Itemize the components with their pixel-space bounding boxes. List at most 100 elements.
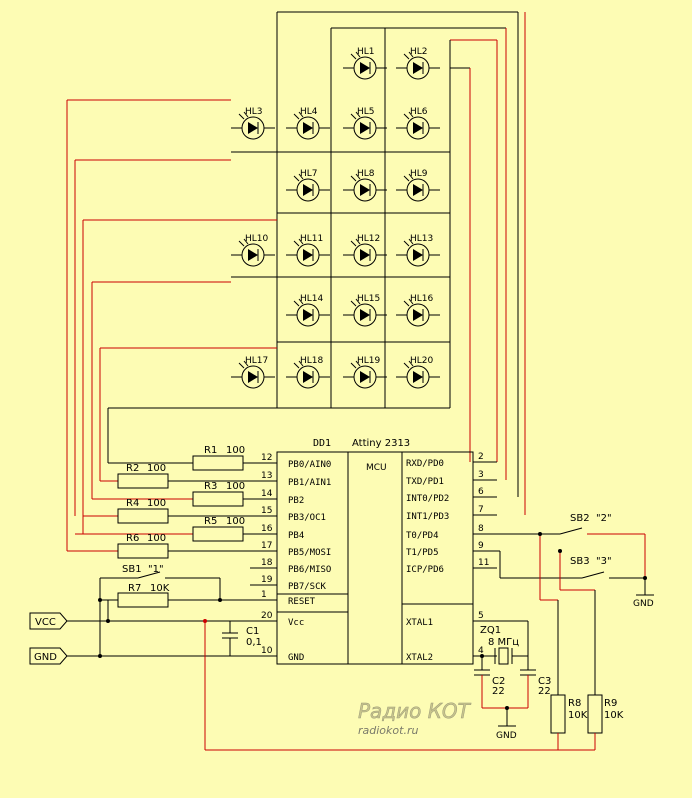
led-label: HL8 (357, 169, 375, 179)
led-label: HL3 (245, 107, 263, 117)
c1-value: 0,1 (246, 637, 262, 648)
pin-number: 20 (261, 611, 273, 621)
r7-ref: R7 (128, 583, 141, 594)
pin-number: 15 (261, 506, 272, 516)
c3-value: 22 (538, 686, 551, 697)
led-hl20: HL20 (396, 356, 440, 389)
r5-ref: R5 (204, 516, 217, 527)
led-hl9: HL9 (396, 169, 440, 202)
r5-value: 100 (226, 516, 245, 527)
led-hl5: HL5 (343, 107, 387, 140)
led-hl10: HL10 (231, 234, 275, 267)
pin-name: T1/PD5 (406, 548, 439, 558)
sb2-ref: SB2 (570, 513, 590, 524)
pin-number: 4 (478, 646, 484, 656)
led-hl13: HL13 (396, 234, 440, 267)
r8-value: 10K (568, 710, 588, 721)
pin-name: GND (288, 653, 304, 663)
r3-ref: R3 (204, 481, 217, 492)
pin-number: 13 (261, 471, 272, 481)
power-labels: SB1 "1" R7 10K C1 0,1 (122, 564, 262, 648)
input-circuit (473, 527, 654, 750)
led-hl1: HL1 (343, 47, 387, 80)
gnd-junction (98, 654, 102, 658)
led-hl19: HL19 (343, 356, 387, 389)
gnd-terminal: GND (29, 647, 68, 665)
c1-ref: C1 (246, 626, 259, 637)
mcu-dd1: DD1 Attiny 2313 MCU (276, 438, 474, 665)
pin-name: PB3/OC1 (288, 513, 326, 523)
pin-number: 12 (261, 453, 272, 463)
r7-value: 10K (150, 583, 170, 594)
pin-name: PB7/SCK (288, 582, 327, 592)
pin-number: 9 (478, 541, 484, 551)
sb1-ref: SB1 (122, 564, 142, 575)
led-label: HL10 (245, 234, 269, 244)
pin-number: 8 (478, 524, 484, 534)
ic-ref: DD1 (313, 438, 331, 449)
pin-name: PB5/MOSI (288, 548, 331, 558)
r2-value: 100 (147, 463, 166, 474)
pin-number: 3 (478, 470, 484, 480)
row-resistors (67, 455, 277, 559)
watermark-url: radiokot.ru (358, 724, 418, 737)
input-labels: SB2 "2" SB3 "3" GND ZQ1 8 МГц C2 22 C3 2… (480, 513, 654, 741)
led-hl14: HL14 (286, 294, 330, 327)
vcc-terminal: VCC (29, 612, 68, 630)
c2-value: 22 (492, 686, 505, 697)
r4-value: 100 (147, 498, 166, 509)
watermark-logo: Радио КОТ (358, 699, 472, 723)
pin-name: ICP/PD6 (406, 565, 444, 575)
cap-gnd-junction (505, 706, 509, 710)
led-label: HL20 (410, 356, 434, 366)
zq1-value: 8 МГц (488, 637, 519, 648)
r8-ref: R8 (568, 698, 581, 709)
led-hl7: HL7 (286, 169, 330, 202)
pin-name: PB2 (288, 496, 304, 506)
led-hl11: HL11 (286, 234, 330, 267)
mcu-left-pins: 12PB0/AIN013PB1/AIN114PB215PB3/OC116PB41… (250, 453, 331, 663)
gnd-label-xtal: GND (496, 731, 517, 741)
led-hl12: HL12 (343, 234, 387, 267)
led-label: HL15 (357, 294, 380, 304)
sb2-label: "2" (596, 513, 612, 524)
led-label: HL4 (300, 107, 318, 117)
pin-number: 5 (478, 611, 484, 621)
led-label: HL18 (300, 356, 324, 366)
ic-core-label: MCU (366, 463, 387, 473)
pin-name: TXD/PD1 (406, 477, 444, 487)
pin-name: XTAL1 (406, 618, 433, 628)
gnd-label-sw: GND (633, 599, 654, 609)
pin-number: 19 (261, 575, 273, 585)
pin-8: 8T0/PD4 (406, 524, 497, 541)
led-hl16: HL16 (396, 294, 440, 327)
zq1-ref: ZQ1 (480, 625, 501, 636)
led-label: HL1 (357, 47, 375, 57)
led-label: HL11 (300, 234, 323, 244)
pin-name: PB1/AIN1 (288, 478, 331, 488)
sb1-label: "1" (148, 564, 164, 575)
pin-number: 16 (261, 524, 273, 534)
r9-ref: R9 (604, 698, 617, 709)
pin-name: RESET (288, 597, 316, 607)
led-hl15: HL15 (343, 294, 387, 327)
pin-name: PB0/AIN0 (288, 460, 331, 470)
c3-ref: C3 (538, 676, 551, 687)
pin-number: 17 (261, 541, 272, 551)
led-label: HL19 (357, 356, 381, 366)
led-hl3: HL3 (231, 107, 275, 140)
reset-junction (218, 598, 222, 602)
